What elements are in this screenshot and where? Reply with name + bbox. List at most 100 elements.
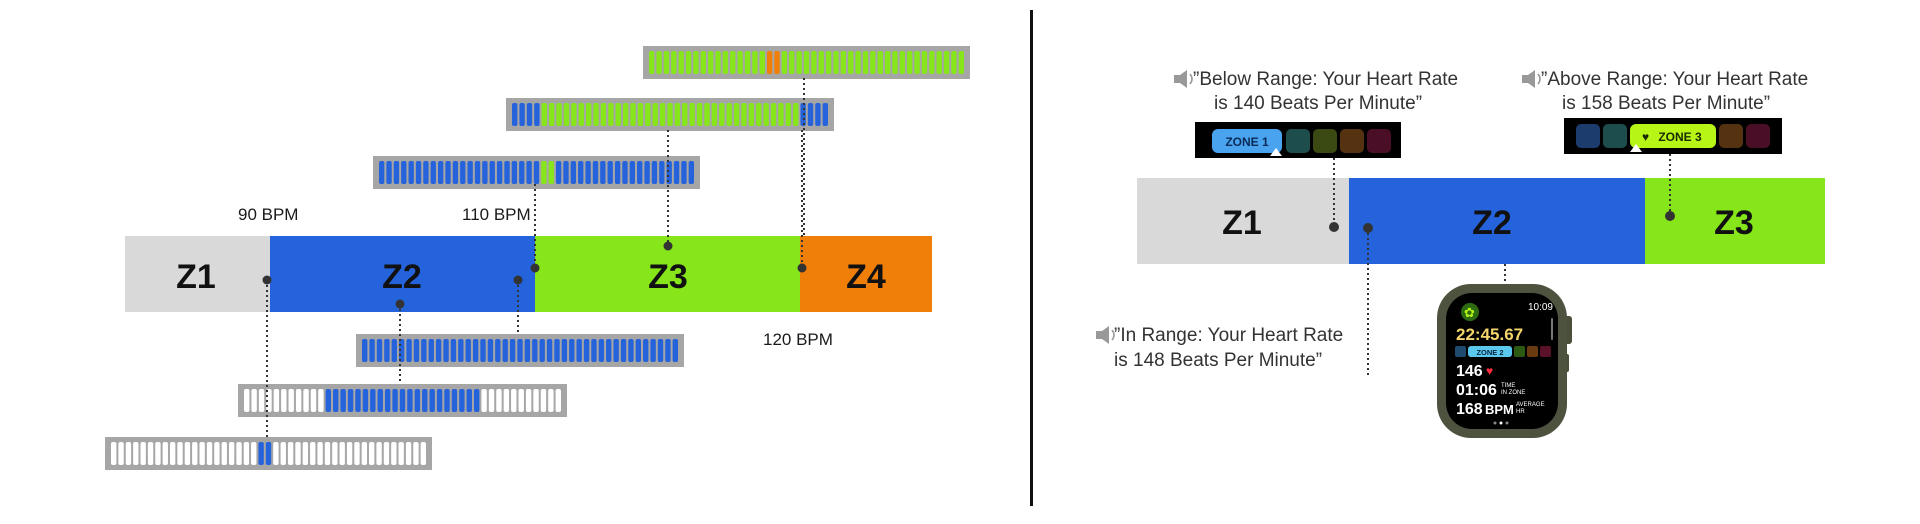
- indicator-segment: [907, 51, 913, 74]
- page-indicator-dot: [1505, 421, 1509, 425]
- indicator-segment: [318, 389, 324, 412]
- indicator-segment: [281, 389, 287, 412]
- zone-z3-band: [1645, 178, 1825, 264]
- indicator-segment: [650, 339, 656, 362]
- indicator-segment: [369, 339, 375, 362]
- indicator-segment: [437, 161, 444, 184]
- indicator-segment: [496, 389, 502, 412]
- indicator-segment: [517, 339, 523, 362]
- indicator-segment: [657, 339, 664, 362]
- indicator-segment: [362, 339, 368, 362]
- indicator-segment: [474, 161, 481, 184]
- indicator-segment: [384, 339, 390, 362]
- indicator-segment: [481, 389, 487, 412]
- indicator-segment: [509, 339, 516, 362]
- indicator-segment: [659, 103, 666, 126]
- indicator-segment: [421, 339, 427, 362]
- indicator-segment: [815, 103, 821, 126]
- indicator-segment: [644, 161, 650, 184]
- indicator-segment: [295, 389, 302, 412]
- indicator-segment: [652, 103, 658, 126]
- indicator-segment: [622, 161, 628, 184]
- indicator-segment: [548, 161, 554, 184]
- zone-z4-label: Z4: [846, 258, 886, 296]
- indicator-segment: [796, 51, 802, 74]
- indicator-segment: [511, 389, 517, 412]
- indicator-segment: [591, 339, 597, 362]
- indicator-segment: [770, 103, 777, 126]
- indicator-segment: [325, 389, 332, 412]
- indicator-segment: [466, 389, 472, 412]
- indicator-segment: [413, 339, 420, 362]
- indicator-segment: [672, 339, 678, 362]
- connector-dot: [1329, 222, 1339, 232]
- page-indicator-dot: [1493, 421, 1497, 425]
- watch-zone-badge-label: ZONE 2: [1476, 348, 1503, 357]
- indicator-segment: [855, 51, 861, 74]
- indicator-segment: [354, 442, 360, 465]
- indicator-segment: [488, 389, 495, 412]
- zone-z3-label: Z3: [1714, 204, 1754, 242]
- zone-z1-label: Z1: [1222, 204, 1262, 242]
- zone-pill-active: [1212, 129, 1282, 153]
- watch-screen: [1446, 293, 1558, 429]
- indicator-segment: [600, 103, 607, 126]
- indicator-segment: [651, 161, 658, 184]
- indicator-segment: [288, 389, 294, 412]
- indicator-segment: [445, 161, 451, 184]
- indicator-segment: [251, 389, 257, 412]
- below-range-callout-line1: ”Below Range: Your Heart Rate: [1193, 69, 1458, 90]
- watch-zone-badge: [1468, 346, 1512, 357]
- indicator-segment: [613, 339, 619, 362]
- indicator-segment: [848, 51, 854, 74]
- indicator-segment: [943, 51, 950, 74]
- indicator-segment: [532, 339, 538, 362]
- zone-z1-label: Z1: [176, 258, 216, 296]
- indicator-segment: [251, 442, 257, 465]
- indicator-segment: [377, 389, 383, 412]
- indicator-segment: [659, 161, 665, 184]
- zone-z2-label: Z2: [382, 258, 422, 296]
- indicator-segment: [892, 51, 898, 74]
- indicator-segment: [608, 103, 614, 126]
- indicator-segment: [458, 339, 464, 362]
- position-pointer: [1630, 144, 1642, 152]
- indicator-segment: [637, 103, 644, 126]
- indicator-segment: [398, 442, 404, 465]
- bpm-marker-110: 110 BPM: [462, 205, 531, 224]
- indicator-segment: [899, 51, 906, 74]
- indicator-segment: [287, 442, 294, 465]
- indicator-segment: [671, 51, 677, 74]
- indicator-segment: [362, 389, 369, 412]
- indicator-segment: [570, 161, 577, 184]
- indicator-segment: [870, 51, 876, 74]
- indicator-segment: [443, 339, 449, 362]
- indicator-segment: [384, 389, 391, 412]
- indicator-segment: [236, 442, 242, 465]
- watch-elapsed-time: 22:45.67: [1456, 325, 1523, 344]
- indicator-segment: [347, 389, 354, 412]
- indicator-segment: [339, 442, 345, 465]
- connector-dot: [663, 241, 673, 251]
- indicator-segment: [785, 103, 792, 126]
- indicator-segment: [598, 339, 605, 362]
- indicator-segment: [958, 51, 964, 74]
- indicator-segment: [681, 161, 687, 184]
- indicator-segment: [825, 51, 832, 74]
- indicator-segment: [781, 51, 788, 74]
- indicator-segment: [752, 51, 758, 74]
- indicator-segment: [614, 161, 621, 184]
- watch-heart-rate: 146: [1456, 363, 1483, 380]
- indicator-segment: [607, 161, 613, 184]
- indicator-segment: [803, 51, 810, 74]
- watch-time-in-zone: 01:06: [1456, 382, 1497, 399]
- indicator-segment: [524, 339, 531, 362]
- indicator-segment: [265, 442, 272, 465]
- indicator-segment: [169, 442, 176, 465]
- indicator-segment: [763, 103, 769, 126]
- indicator-segment: [111, 442, 117, 465]
- in-range-callout-line2: is 148 Beats Per Minute”: [1114, 350, 1322, 371]
- indicator-segment: [355, 389, 361, 412]
- watch-clock: 10:09: [1528, 302, 1553, 313]
- speaker-icon: [1522, 70, 1541, 88]
